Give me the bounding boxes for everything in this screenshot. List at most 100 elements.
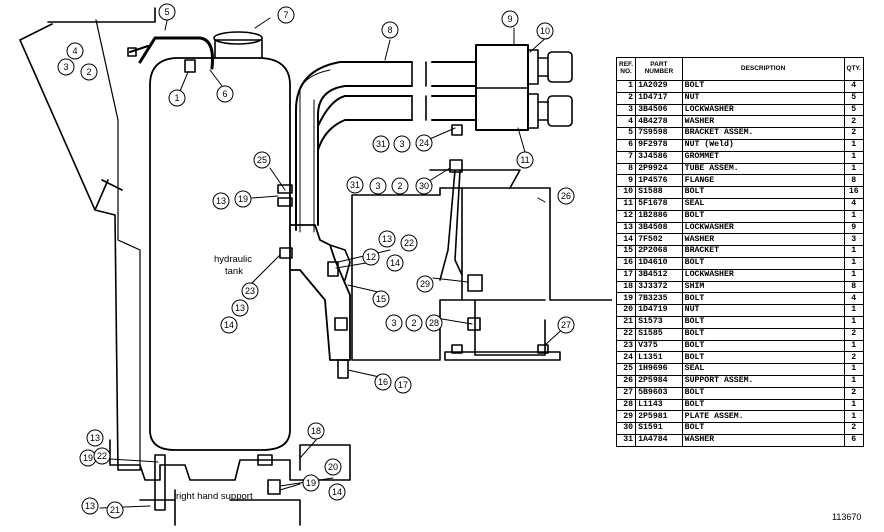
cell-ref: 31 bbox=[615, 433, 637, 447]
cell-part: 1D4717 bbox=[635, 91, 683, 105]
cell-ref: 16 bbox=[615, 256, 637, 270]
svg-text:16: 16 bbox=[378, 377, 388, 387]
svg-text:27: 27 bbox=[561, 320, 571, 330]
cell-desc: BOLT bbox=[681, 422, 845, 435]
cell-part: 7B3235 bbox=[635, 292, 683, 306]
cell-desc: BRACKET ASSEM. bbox=[681, 127, 845, 140]
figure-number: 113670 bbox=[832, 512, 862, 522]
svg-text:6: 6 bbox=[222, 89, 227, 99]
cell-ref: 2 bbox=[615, 91, 637, 105]
cell-desc: BOLT bbox=[681, 351, 845, 365]
cell-desc: SHIM bbox=[681, 280, 845, 294]
cell-qty: 2 bbox=[843, 351, 865, 365]
cell-ref: 30 bbox=[615, 422, 637, 435]
cell-desc: BOLT bbox=[681, 80, 845, 93]
svg-text:13: 13 bbox=[216, 196, 226, 206]
cell-ref: 19 bbox=[615, 292, 637, 306]
svg-text:13: 13 bbox=[90, 433, 100, 443]
svg-text:24: 24 bbox=[419, 138, 429, 148]
cell-ref: 27 bbox=[615, 386, 637, 400]
svg-text:11: 11 bbox=[520, 155, 529, 165]
svg-text:7: 7 bbox=[283, 10, 288, 20]
svg-text:8: 8 bbox=[387, 25, 392, 35]
callout: 3 bbox=[393, 135, 411, 153]
svg-text:23: 23 bbox=[245, 286, 255, 296]
callout: 9 bbox=[501, 10, 519, 28]
callout: 29 bbox=[416, 275, 434, 293]
svg-text:19: 19 bbox=[238, 194, 248, 204]
svg-text:25: 25 bbox=[257, 155, 267, 165]
cell-ref: 1 bbox=[615, 80, 637, 93]
cell-desc: BOLT bbox=[681, 256, 845, 270]
callout: 19 bbox=[302, 474, 320, 492]
callout: 26 bbox=[557, 187, 575, 205]
svg-text:13: 13 bbox=[235, 303, 245, 313]
callout: 27 bbox=[557, 316, 575, 334]
svg-text:19: 19 bbox=[83, 453, 93, 463]
svg-text:14: 14 bbox=[390, 258, 400, 268]
cell-qty: 1 bbox=[843, 268, 865, 282]
cell-desc: TUBE ASSEM. bbox=[681, 162, 845, 176]
cell-part: S1573 bbox=[635, 315, 683, 329]
cell-ref: 5 bbox=[615, 127, 637, 140]
cell-desc: BRACKET bbox=[681, 245, 845, 258]
callout: 2 bbox=[405, 314, 423, 332]
callout: 3 bbox=[57, 58, 75, 76]
svg-text:3: 3 bbox=[375, 181, 380, 191]
svg-text:2: 2 bbox=[411, 318, 416, 328]
callout: 28 bbox=[425, 314, 443, 332]
cell-ref: 29 bbox=[615, 410, 637, 424]
cell-qty: 2 bbox=[843, 422, 865, 435]
cell-part: 3J3372 bbox=[635, 280, 683, 294]
cell-part: 2P5984 bbox=[635, 374, 683, 388]
cell-part: S1585 bbox=[635, 327, 683, 341]
callout: 15 bbox=[372, 290, 390, 308]
cell-ref: 7 bbox=[615, 150, 637, 164]
svg-text:26: 26 bbox=[561, 191, 571, 201]
callout: 25 bbox=[253, 151, 271, 169]
callout: 7 bbox=[277, 6, 295, 24]
callout: 14 bbox=[386, 254, 404, 272]
support-assembly bbox=[351, 187, 612, 361]
svg-text:15: 15 bbox=[376, 294, 386, 304]
callout: 10 bbox=[536, 22, 554, 40]
frame-inner bbox=[95, 19, 141, 471]
cell-qty: 1 bbox=[843, 363, 865, 376]
callout: 2 bbox=[391, 177, 409, 195]
cell-qty: 5 bbox=[843, 103, 865, 117]
cell-desc: BOLT bbox=[681, 386, 845, 400]
callout: 19 bbox=[79, 449, 97, 467]
callout: 13 bbox=[231, 299, 249, 317]
svg-text:10: 10 bbox=[540, 26, 550, 36]
cell-ref: 18 bbox=[615, 280, 637, 294]
cell-qty: 5 bbox=[843, 91, 865, 105]
cell-part: 1P4576 bbox=[635, 174, 683, 188]
cell-part: 5B9603 bbox=[635, 386, 683, 400]
cell-desc: BOLT bbox=[681, 339, 845, 353]
svg-text:3: 3 bbox=[399, 139, 404, 149]
callout: 21 bbox=[106, 501, 124, 519]
cell-qty: 1 bbox=[843, 339, 865, 353]
cell-desc: BOLT bbox=[681, 398, 845, 412]
svg-text:9: 9 bbox=[507, 14, 512, 24]
right-hand-support bbox=[109, 439, 351, 481]
cell-ref: 25 bbox=[615, 363, 637, 376]
callout: 8 bbox=[381, 21, 399, 39]
cell-qty: 1 bbox=[843, 315, 865, 329]
callout: 19 bbox=[234, 190, 252, 208]
callout: 22 bbox=[93, 447, 111, 465]
